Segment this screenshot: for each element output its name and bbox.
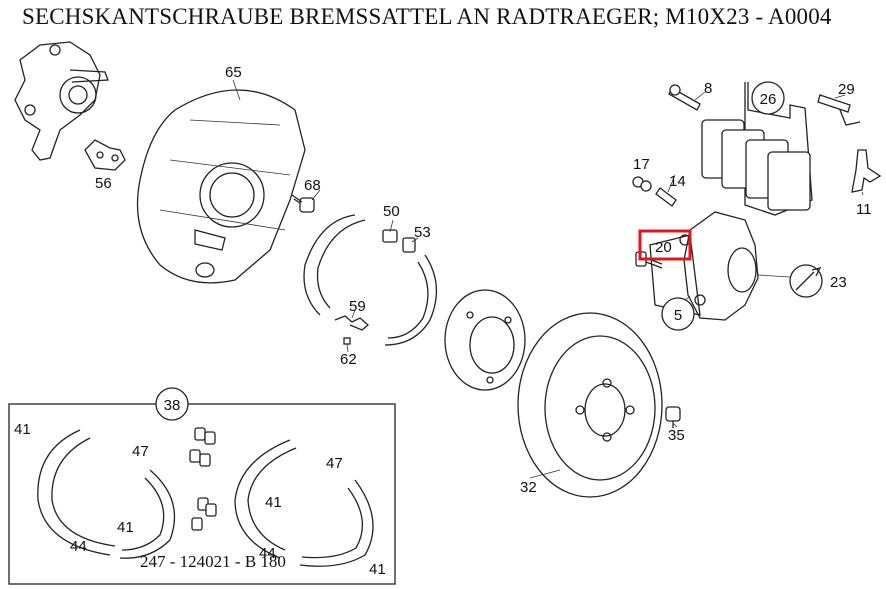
bracket-part[interactable]: [84, 139, 126, 171]
drawing-reference: 247 - 124021 - B 180: [140, 552, 286, 571]
label-29: 29: [838, 81, 855, 98]
label-47-b: 47: [326, 455, 343, 472]
label-47-a: 47: [132, 443, 149, 460]
label-41-c: 41: [265, 494, 282, 511]
pin-8-part[interactable]: [668, 84, 701, 111]
label-26: 26: [760, 91, 777, 108]
label-20: 20: [655, 239, 672, 256]
label-17: 17: [633, 156, 650, 173]
wheel-carrier-part[interactable]: [14, 41, 109, 161]
brake-disc-part[interactable]: [517, 312, 663, 498]
label-41-b: 41: [117, 519, 134, 536]
label-68: 68: [304, 177, 321, 194]
label-50: 50: [383, 203, 400, 220]
leader-lines: [232, 79, 864, 479]
label-11: 11: [856, 201, 872, 218]
callout-26[interactable]: 26: [751, 81, 785, 115]
bolt-68-part[interactable]: [291, 194, 315, 213]
cap-17-part[interactable]: [632, 176, 652, 192]
label-53: 53: [414, 224, 431, 241]
label-44-a: 44: [70, 538, 87, 555]
label-23: 23: [830, 274, 847, 291]
label-59: 59: [349, 298, 366, 315]
wrench-symbol: [757, 264, 823, 298]
kit-brake-shoe-left[interactable]: [37, 429, 176, 559]
brake-caliper-part[interactable]: [649, 211, 759, 321]
callout-38[interactable]: 38: [155, 387, 189, 421]
label-8: 8: [704, 80, 712, 97]
bleed-screw-part[interactable]: [655, 187, 677, 207]
brake-backing-plate-part[interactable]: [136, 89, 306, 284]
label-41-d: 41: [369, 561, 386, 578]
brake-pad-set-part[interactable]: [701, 82, 813, 216]
wheel-hub-part[interactable]: [444, 289, 526, 391]
adjuster-part[interactable]: [382, 229, 416, 253]
kit-bolts[interactable]: [189, 427, 217, 531]
highlighted-callout-20[interactable]: 20: [638, 229, 692, 261]
wear-sensor-part[interactable]: [817, 94, 861, 126]
kit-brake-shoe-right[interactable]: [234, 439, 374, 567]
retaining-clip-part[interactable]: [851, 149, 882, 193]
label-44-b: 44: [259, 545, 276, 562]
label-14: 14: [669, 173, 686, 190]
label-41-a: 41: [14, 421, 31, 438]
callout-5[interactable]: 5: [661, 297, 695, 331]
spring-part[interactable]: [334, 315, 370, 345]
label-38: 38: [164, 397, 181, 414]
label-5: 5: [674, 307, 682, 324]
repair-kit-box: [8, 403, 396, 585]
label-62: 62: [340, 351, 357, 368]
screw-35-part[interactable]: [665, 406, 681, 428]
label-35: 35: [668, 427, 685, 444]
label-56: 56: [95, 175, 112, 192]
label-65: 65: [225, 64, 242, 81]
diagram-title: SECHSKANTSCHRAUBE BREMSSATTEL AN RADTRAE…: [22, 4, 832, 29]
label-32: 32: [520, 479, 537, 496]
parking-brake-shoe-part[interactable]: [303, 214, 438, 346]
